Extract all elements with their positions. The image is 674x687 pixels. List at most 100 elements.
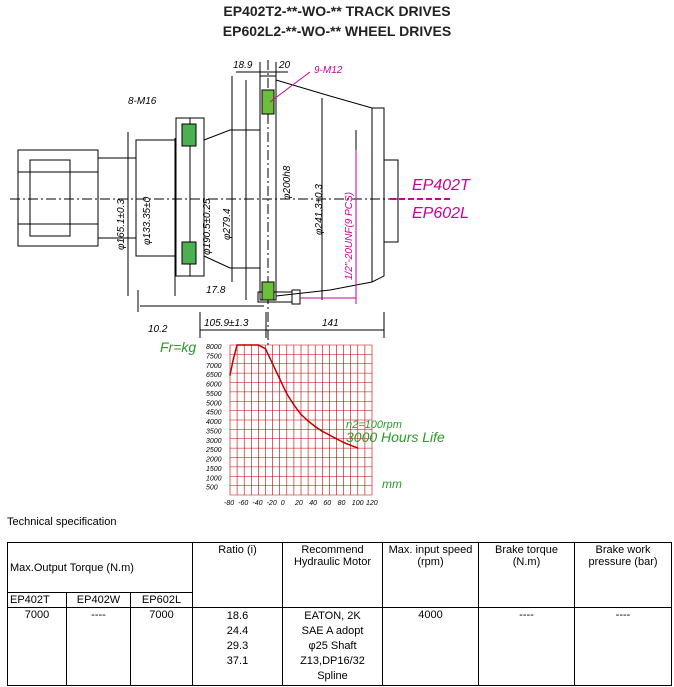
- chart-point: [342, 441, 345, 444]
- chart-point: [328, 434, 331, 436]
- chart-point: [286, 392, 288, 395]
- chart-y-tick-label: 4000: [206, 419, 222, 426]
- sub-ep602l: EP602L: [130, 592, 193, 608]
- chart-point: [293, 404, 295, 406]
- chart-grid: [229, 344, 373, 496]
- chart-annotation-rpm: n2=100rpm: [346, 419, 402, 431]
- chart-x-tick-label: 20: [294, 500, 303, 505]
- dim-length-b: 141: [322, 318, 339, 329]
- brake-value: ----: [478, 607, 575, 686]
- chart-y-tick-label: 5000: [206, 400, 222, 407]
- chart-point: [250, 344, 253, 346]
- model-label-ep602l: EP602L: [412, 205, 469, 222]
- dim-d5: φ200h8: [282, 165, 293, 200]
- chart-point: [257, 344, 260, 346]
- chart-point: [271, 362, 274, 365]
- chart-y-tick-label: 7000: [206, 363, 222, 370]
- ratio-value: 29.3: [226, 640, 249, 652]
- header-torque: Max.Output Torque (N.m): [7, 542, 193, 593]
- technical-drawing: 18.9 20 9-M12 8-M16 10.2 17.8 105.9±1.3 …: [10, 60, 471, 505]
- header-ratio: Ratio (i): [192, 542, 283, 608]
- dim-d2: φ133.35±0: [142, 196, 153, 245]
- torque-ep402w: ----: [66, 607, 131, 686]
- chart-point: [232, 357, 235, 359]
- chart-x-tick-label: 40: [309, 500, 317, 505]
- chart-point: [300, 413, 302, 416]
- motor-line: Z13,DP16/32: [300, 655, 365, 667]
- spec-table: Max.Output Torque (N.m) Ratio (i) Recomm…: [7, 542, 672, 686]
- dim-top-b: 20: [278, 60, 291, 71]
- chart-point: [243, 344, 245, 346]
- torque-ep402t: 7000: [7, 607, 67, 686]
- chart-x-tick-label: 120: [366, 500, 378, 505]
- chart-y-tick-label: 3000: [206, 438, 222, 445]
- speed-value: 4000: [382, 607, 479, 686]
- motor-line: φ25 Shaft: [308, 640, 357, 652]
- dim-holes-right: 9-M12: [314, 65, 343, 76]
- motor-line: Spline: [317, 670, 348, 682]
- chart-x-tick-label: 80: [338, 500, 346, 505]
- title-wheel-drives: EP602L2-**-WO-** WHEEL DRIVES: [222, 23, 452, 39]
- chart-x-tick-label: 100: [352, 500, 364, 505]
- chart-x-tick-label: -40: [252, 500, 262, 505]
- dim-d6: φ241.3±0.3: [314, 184, 325, 235]
- header-motor: Recommend Hydraulic Motor: [282, 542, 383, 608]
- dim-holes-left: 8-M16: [128, 96, 157, 107]
- chart-points: [229, 344, 359, 449]
- chart-y-tick-label: 2000: [205, 457, 222, 464]
- sub-ep402w: EP402W: [66, 592, 131, 608]
- chart-point: [314, 425, 317, 428]
- motor-cell: EATON, 2K SAE A adopt φ25 Shaft Z13,DP16…: [282, 607, 383, 686]
- header-speed: Max. input speed (rpm): [382, 542, 479, 608]
- title-track-drives: EP402T2-**-WO-** TRACK DRIVES: [223, 3, 451, 19]
- chart-point: [357, 447, 359, 449]
- ratio-value: 18.6: [226, 610, 249, 622]
- chart-x-tick-label: -80: [224, 500, 234, 505]
- header-pressure: Brake work pressure (bar): [574, 542, 672, 608]
- chart-point: [335, 437, 338, 440]
- torque-ep602l: 7000: [130, 607, 193, 686]
- chart-x-label: mm: [382, 477, 402, 491]
- dim-length-a: 105.9±1.3: [204, 318, 249, 329]
- chart-y-tick-label: 500: [206, 485, 218, 492]
- ratio-value: 24.4: [226, 625, 249, 637]
- chart-x-tick-label: -20: [267, 500, 277, 505]
- model-label-ep402t: EP402T: [412, 177, 471, 194]
- sub-ep402t: EP402T: [7, 592, 67, 608]
- chart-x-tick-label: -60: [238, 500, 248, 505]
- chart-x-tick-label: 60: [323, 500, 331, 505]
- chart-point: [236, 344, 238, 346]
- dim-d4: φ279.4: [222, 208, 233, 240]
- chart-y-tick-label: 3500: [206, 428, 222, 435]
- pressure-value: ----: [574, 607, 672, 686]
- motor-line: SAE A adopt: [301, 625, 364, 637]
- dim-d7: 1/2"-20UNF(9 PCS): [344, 192, 355, 280]
- chart-x-tick-label: 0: [281, 500, 285, 505]
- dim-left-offset: 10.2: [148, 324, 168, 335]
- dim-flange-width: 17.8: [206, 285, 226, 296]
- chart-point: [264, 347, 267, 350]
- chart-point: [229, 374, 231, 376]
- chart-point: [307, 420, 309, 422]
- dim-d1: φ165.1±0.3: [116, 199, 127, 250]
- chart-point: [349, 444, 352, 447]
- chart-point: [321, 430, 324, 433]
- chart-y-tick-label: 1500: [206, 466, 222, 473]
- chart-title: Fr=kg: [160, 339, 196, 355]
- ratio-value: 37.1: [226, 655, 249, 667]
- chart-y-tick-label: 6000: [206, 382, 222, 389]
- chart-y-tick-label: 2500: [205, 447, 222, 454]
- motor-line: EATON, 2K: [304, 610, 361, 622]
- spec-label: Technical specification: [7, 516, 117, 528]
- chart-annotation-life: 3000 Hours Life: [346, 429, 445, 445]
- dim-top-a: 18.9: [233, 60, 253, 71]
- chart-y-ticks: 8000750070006500600055005000450040003500…: [205, 344, 222, 492]
- chart-series-line: [229, 344, 359, 449]
- ratio-cell: 18.6 24.4 29.3 37.1: [192, 607, 283, 686]
- dim-d3: φ190.5±0.25: [202, 198, 213, 255]
- chart-y-tick-label: 1000: [206, 475, 222, 482]
- chart-y-tick-label: 6500: [206, 372, 222, 379]
- chart-y-tick-label: 8000: [206, 344, 222, 351]
- chart-y-tick-label: 5500: [206, 391, 222, 398]
